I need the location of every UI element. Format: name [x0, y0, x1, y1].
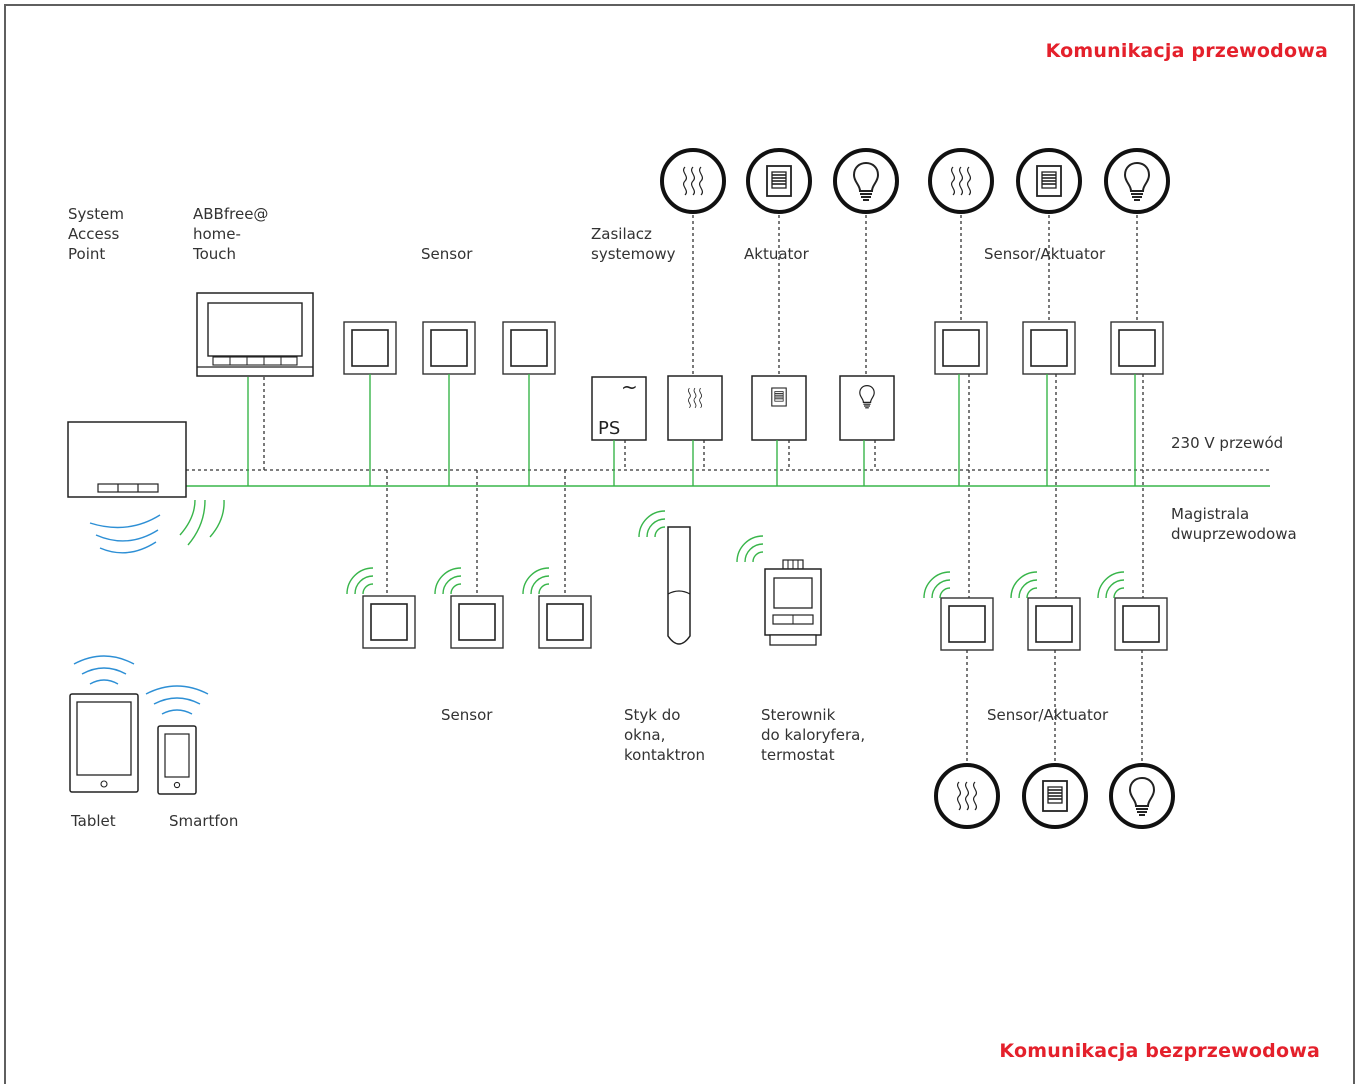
label-smartphone: Smartfon	[169, 812, 239, 830]
label-230v-line: 230 V przewód	[1171, 434, 1284, 452]
wired-sensor-actuator-3	[1110, 321, 1164, 375]
wireless-signal-icon	[522, 567, 550, 595]
wired-sensor-2	[422, 321, 476, 375]
label-radiator-controller: Sterownik do kaloryfera, termostat	[761, 706, 866, 764]
diagram-frame	[4, 4, 1355, 1084]
label-power-supply: Zasilacz systemowy	[591, 225, 676, 263]
label-tablet: Tablet	[71, 812, 116, 830]
radiator-thermostat-device	[764, 559, 822, 646]
wireless-signal-icon	[736, 535, 764, 563]
label-actuator: Aktuator	[744, 245, 809, 263]
wireless-signal-icon	[1010, 571, 1038, 599]
wireless-sensor-1	[362, 595, 416, 649]
heating-icon	[928, 148, 994, 214]
smartphone-device	[157, 725, 197, 795]
wireless-signal-icon	[434, 567, 462, 595]
bulb-icon	[1109, 763, 1175, 829]
window-contact-device	[667, 526, 691, 645]
svg-text:PS: PS	[598, 418, 620, 439]
tablet-device	[69, 693, 139, 793]
blind-icon	[746, 148, 812, 214]
label-system-access-point: System Access Point	[68, 205, 124, 263]
wireless-signal-icon	[638, 510, 666, 538]
power-supply-unit: PS ~	[591, 375, 647, 441]
tablet-wifi-icon	[73, 655, 135, 685]
label-abb-touch: ABBfree@ home- Touch	[193, 205, 269, 263]
bulb-icon	[1104, 148, 1170, 214]
wireless-signal-icon	[346, 567, 374, 595]
wireless-signal-icon	[1097, 571, 1125, 599]
blind-icon	[1016, 148, 1082, 214]
wireless-sensor-3	[538, 595, 592, 649]
bulb-icon	[833, 148, 899, 214]
label-sensor-actuator-wired: Sensor/Aktuator	[984, 245, 1106, 263]
abb-touch-panel	[196, 292, 314, 377]
wireless-sensor-actuator-1	[940, 597, 994, 651]
wired-sensor-3	[502, 321, 556, 375]
actuator-light	[839, 375, 895, 441]
wired-sensor-1	[343, 321, 397, 375]
system-access-point-device	[67, 421, 187, 498]
wireless-signal-icon	[923, 571, 951, 599]
heating-icon	[660, 148, 726, 214]
label-sensor-wired: Sensor	[421, 245, 473, 263]
title-wireless-communication: Komunikacja bezprzewodowa	[999, 1040, 1320, 1062]
label-two-wire-bus: Magistrala dwuprzewodowa	[1171, 505, 1297, 543]
actuator-blind	[751, 375, 807, 441]
access-point-wifi-icon	[89, 499, 225, 554]
actuator-heating	[667, 375, 723, 441]
smartphone-wifi-icon	[145, 685, 209, 715]
label-window-contact: Styk do okna, kontaktron	[624, 706, 705, 764]
title-wired-communication: Komunikacja przewodowa	[1045, 40, 1328, 62]
wired-sensor-actuator-1	[934, 321, 988, 375]
blind-icon	[1022, 763, 1088, 829]
wireless-sensor-actuator-2	[1027, 597, 1081, 651]
wired-sensor-actuator-2	[1022, 321, 1076, 375]
wireless-sensor-actuator-3	[1114, 597, 1168, 651]
svg-text:~: ~	[621, 375, 638, 399]
wireless-sensor-2	[450, 595, 504, 649]
heating-icon	[934, 763, 1000, 829]
label-sensor-actuator-wireless: Sensor/Aktuator	[987, 706, 1109, 724]
label-sensor-wireless: Sensor	[441, 706, 493, 724]
